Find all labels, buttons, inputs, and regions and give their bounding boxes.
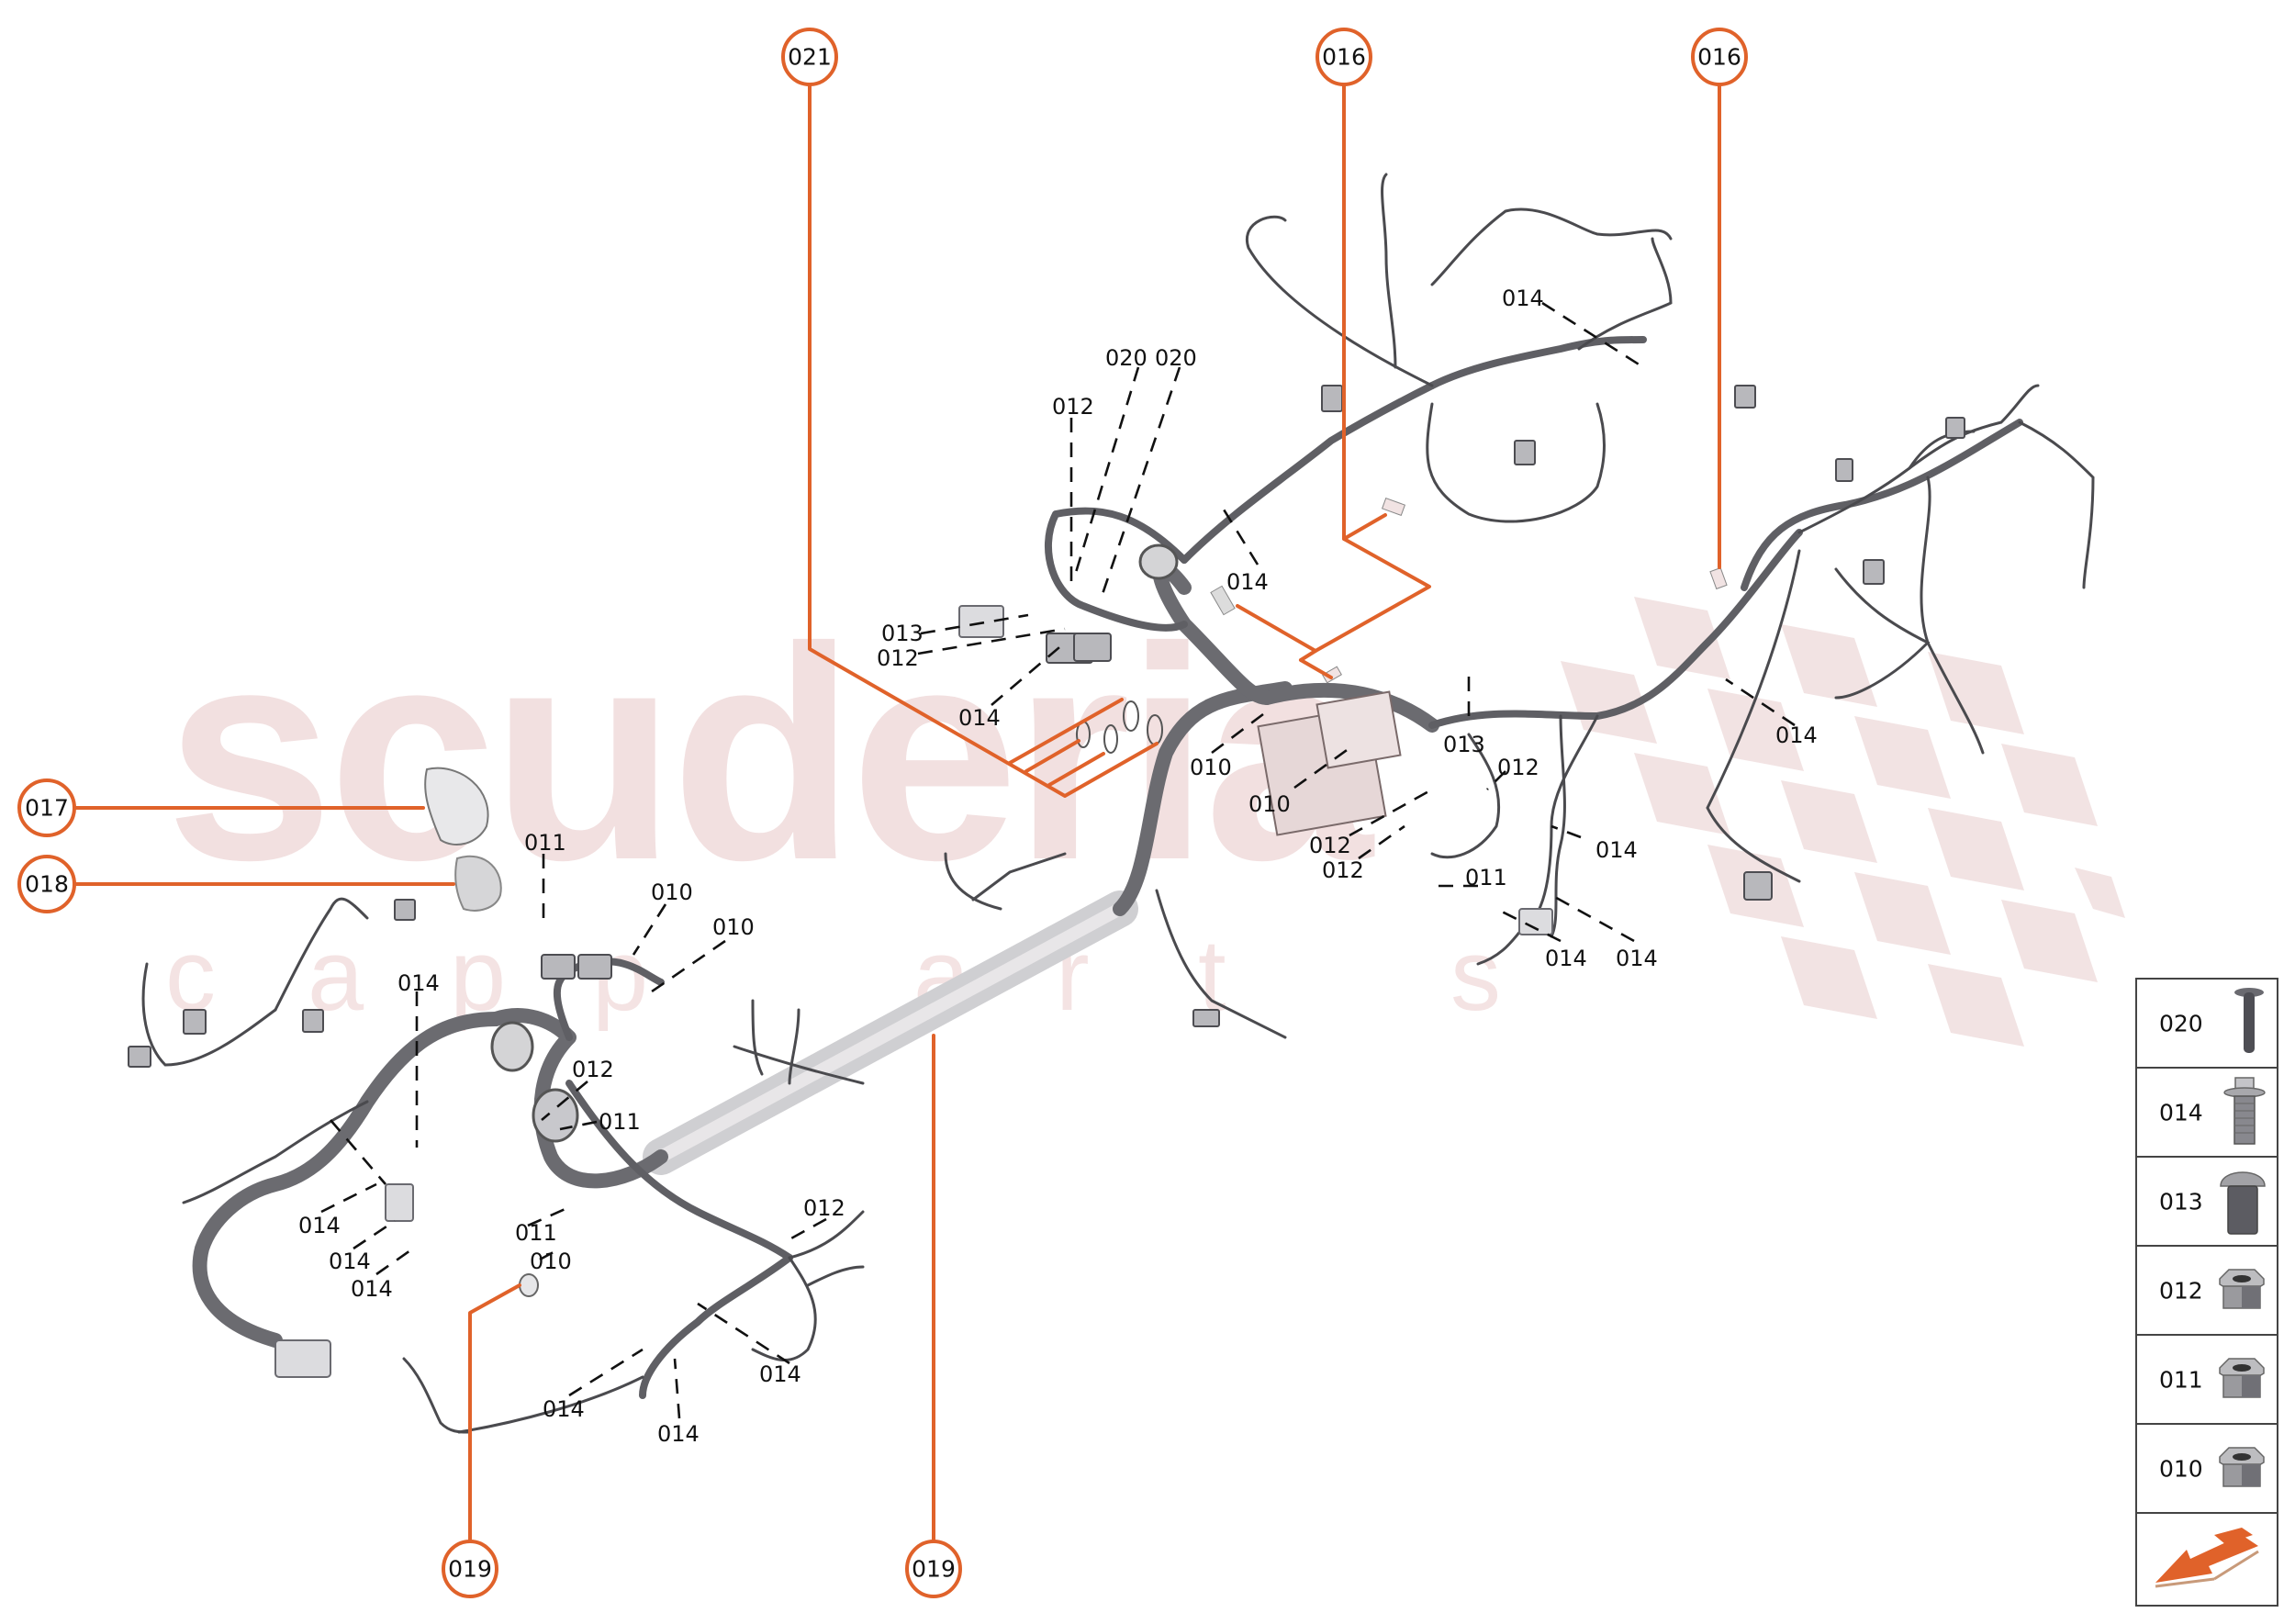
callout-018[interactable]: 018 xyxy=(17,855,76,913)
part-label: 012 xyxy=(1052,394,1094,420)
part-label: 014 xyxy=(1226,569,1269,595)
part-label: 014 xyxy=(329,1249,371,1274)
callout-016-right[interactable]: 016 xyxy=(1691,28,1748,86)
watermark-scuderia: scuderia xyxy=(165,584,1374,923)
callout-016-left[interactable]: 016 xyxy=(1315,28,1372,86)
svg-text:019: 019 xyxy=(912,1556,956,1583)
fastener-legend: 020 014 013 012 xyxy=(2135,978,2278,1607)
part-label: 014 xyxy=(1775,722,1818,748)
part-label: 010 xyxy=(651,879,693,905)
flange-nut-icon xyxy=(2216,1355,2267,1405)
flange-bolt-icon xyxy=(2222,1074,2267,1151)
part-labels: 020 020 012 014 014 013 012 014 010 010 … xyxy=(298,286,1818,1447)
part-label: 010 xyxy=(1190,755,1232,780)
part-label: 020 xyxy=(1155,345,1197,371)
part-label: 012 xyxy=(877,645,919,671)
legend-row-020: 020 xyxy=(2137,980,2277,1069)
callout-019-left[interactable]: 019 xyxy=(442,1540,498,1598)
watermark-checkerboard xyxy=(1561,597,2125,1047)
part-label: 014 xyxy=(397,970,440,996)
button-head-bolt-icon xyxy=(2218,1162,2267,1241)
svg-text:019: 019 xyxy=(448,1556,492,1583)
part-label: 012 xyxy=(803,1195,845,1221)
part-label: 010 xyxy=(712,914,755,940)
part-label: 011 xyxy=(599,1109,641,1135)
part-label: 012 xyxy=(1322,857,1364,883)
legend-row-010: 010 xyxy=(2137,1425,2277,1514)
svg-text:016: 016 xyxy=(1322,44,1366,71)
part-label: 014 xyxy=(543,1396,585,1422)
legend-row-013: 013 xyxy=(2137,1158,2277,1247)
dashed-leaders xyxy=(320,301,1796,1419)
part-label: 010 xyxy=(530,1249,572,1274)
part-label: 014 xyxy=(1616,946,1658,971)
part-label: 014 xyxy=(759,1361,801,1387)
callout-021[interactable]: 021 xyxy=(781,28,838,86)
part-label: 014 xyxy=(1502,286,1544,311)
flange-nut-icon xyxy=(2216,1444,2267,1494)
rivet-icon xyxy=(2231,985,2267,1062)
part-label: 010 xyxy=(1248,791,1291,817)
svg-text:016: 016 xyxy=(1697,44,1741,71)
part-label: 012 xyxy=(1497,755,1539,780)
callout-017[interactable]: 017 xyxy=(17,778,76,837)
orientation-arrow-icon xyxy=(2150,1526,2264,1594)
part-label: 012 xyxy=(1309,833,1351,858)
part-label: 014 xyxy=(1595,837,1638,863)
part-label: 014 xyxy=(351,1276,393,1302)
part-label: 011 xyxy=(1465,865,1507,890)
part-label: 011 xyxy=(515,1220,557,1246)
part-label: 013 xyxy=(881,621,924,646)
legend-row-011: 011 xyxy=(2137,1336,2277,1425)
wiring-harness xyxy=(128,173,2095,1434)
part-label: 012 xyxy=(572,1057,614,1082)
watermark-capparts: c a p p a r t s xyxy=(165,919,1501,1032)
svg-text:018: 018 xyxy=(25,871,69,898)
part-label: 014 xyxy=(657,1421,700,1447)
part-label: 013 xyxy=(1443,732,1485,757)
svg-text:021: 021 xyxy=(788,44,832,71)
part-label: 014 xyxy=(298,1213,341,1238)
legend-row-014: 014 xyxy=(2137,1069,2277,1158)
callout-leaders xyxy=(73,83,1721,1543)
svg-text:s: s xyxy=(1450,919,1501,1032)
part-label: 020 xyxy=(1105,345,1148,371)
svg-text:017: 017 xyxy=(25,795,69,822)
part-label: 011 xyxy=(524,830,566,856)
legend-row-orientation xyxy=(2137,1514,2277,1605)
part-label: 014 xyxy=(958,705,1001,731)
callout-019-right[interactable]: 019 xyxy=(905,1540,962,1598)
part-label: 014 xyxy=(1545,946,1587,971)
flange-nut-icon xyxy=(2216,1266,2267,1316)
legend-row-012: 012 xyxy=(2137,1247,2277,1336)
